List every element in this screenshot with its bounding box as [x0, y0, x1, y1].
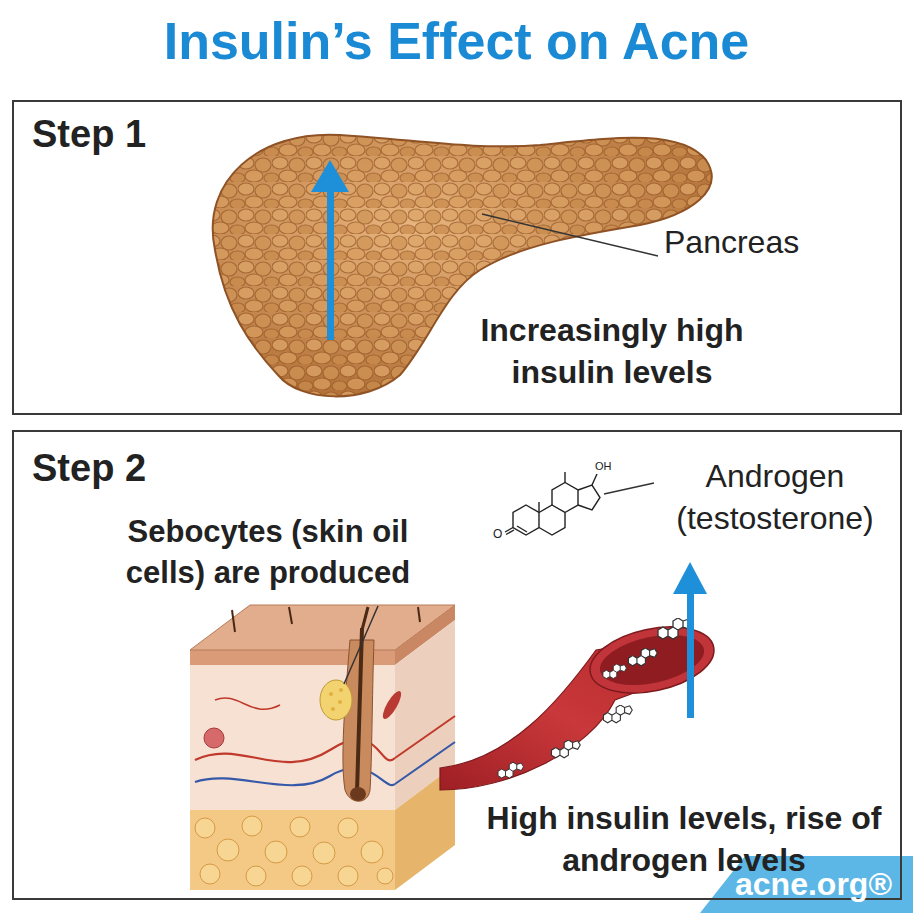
skin-illustration-part	[195, 816, 393, 886]
diagram-title: Insulin’s Effect on Acne	[0, 8, 913, 76]
skin-illustration-part	[204, 728, 224, 748]
skin-illustration-part-part	[246, 866, 266, 886]
step-heading: Step 1	[32, 110, 252, 159]
skin-illustration-part	[320, 680, 352, 720]
blood-vessel-part	[551, 740, 580, 758]
testosterone-molecule-part	[517, 526, 527, 532]
skin-illustration-part	[190, 810, 395, 890]
skin-illustration-part-part	[313, 842, 335, 864]
blood-vessel-part	[658, 618, 692, 639]
increase-arrow	[311, 160, 349, 340]
skin-illustration-part-part	[200, 864, 220, 884]
testosterone-molecule-part	[513, 505, 539, 535]
skin-illustration-part-part	[242, 816, 262, 836]
testosterone-molecule-part	[552, 483, 578, 513]
skin-illustration-part	[362, 607, 368, 630]
skin-illustration-part-part	[331, 707, 335, 711]
skin-illustration-part-part	[338, 700, 342, 704]
blood-vessel-part	[584, 617, 720, 704]
skin-illustration-part	[329, 688, 343, 711]
blood-vessel-part	[603, 664, 627, 679]
skin-illustration-part-part	[338, 866, 358, 886]
atom-label: O	[493, 527, 505, 543]
increase-arrow-part	[311, 160, 349, 192]
skin-illustration-part-part	[290, 817, 310, 837]
skin-illustration-part-part	[265, 841, 287, 863]
leader-line	[344, 606, 378, 684]
blood-vessel-part	[603, 705, 632, 723]
skin-illustration	[190, 605, 455, 890]
atom-label: OH	[595, 459, 615, 473]
testosterone-molecule	[505, 472, 600, 535]
step-heading: Step 2	[32, 444, 252, 493]
blood-vessel-part	[628, 648, 657, 666]
step-caption: Increasingly high insulin levels	[447, 310, 777, 393]
skin-illustration-part-part	[338, 818, 358, 838]
skin-illustration-part-part	[217, 839, 239, 861]
increase-arrow	[673, 562, 707, 718]
skin-illustration-part	[289, 607, 292, 624]
step-caption: Sebocytes (skin oil cells) are produced	[87, 512, 449, 593]
testosterone-molecule-part	[538, 502, 539, 513]
increase-arrow-part	[327, 188, 334, 340]
skin-illustration-part	[395, 716, 455, 758]
testosterone-molecule-part	[564, 472, 565, 483]
skin-illustration-part-part	[329, 692, 333, 696]
testosterone-molecule-part	[506, 530, 514, 535]
skin-illustration-part	[190, 605, 455, 650]
skin-illustration-part-part	[195, 818, 215, 838]
skin-illustration-part	[350, 787, 366, 801]
part-label: Pancreas	[664, 222, 884, 264]
testosterone-molecule-part	[592, 474, 597, 485]
blood-vessel-part	[498, 762, 524, 778]
skin-illustration-part	[418, 607, 420, 622]
skin-illustration-part-part	[377, 868, 393, 884]
blood-vessel	[440, 617, 720, 790]
part-label: Androgen (testosterone)	[658, 456, 892, 539]
skin-illustration-part	[215, 698, 280, 709]
testosterone-molecule-part	[539, 505, 565, 535]
increase-arrow-part	[687, 590, 694, 718]
leader-line	[482, 214, 658, 256]
testosterone-molecule-part	[578, 485, 600, 510]
watermark: acne.org®	[735, 864, 905, 906]
skin-illustration-part-part	[292, 866, 312, 886]
increase-arrow-part	[673, 562, 707, 594]
skin-illustration-part	[232, 610, 235, 632]
skin-illustration-part-part	[361, 841, 383, 863]
leader-line	[604, 483, 654, 494]
skin-illustration-part	[380, 689, 405, 722]
skin-illustration-part-part	[339, 688, 343, 692]
